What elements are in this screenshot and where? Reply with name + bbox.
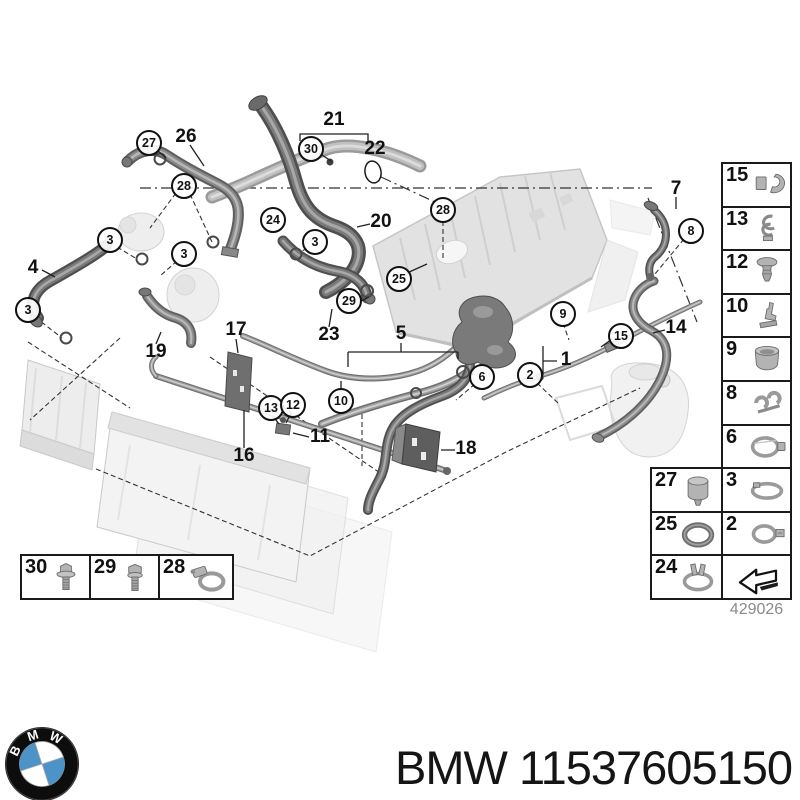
- callout-18: 18: [455, 438, 477, 459]
- legend-cell-10: 10: [721, 292, 792, 339]
- expansion-tank: [554, 362, 689, 458]
- svg-text:M: M: [25, 727, 40, 745]
- callout-27: 27: [136, 130, 162, 156]
- callout-19: 19: [145, 341, 167, 362]
- direction-arrow-icon: [730, 559, 786, 595]
- callout-14: 14: [665, 317, 687, 338]
- callout-24: 24: [260, 207, 286, 233]
- holder-bracket-icon: [745, 298, 789, 334]
- legend-number: 10: [726, 294, 749, 317]
- o-ring-icon: [676, 516, 720, 552]
- callout-16: 16: [233, 445, 255, 466]
- callout-26: 26: [175, 126, 197, 147]
- engine-block: [372, 168, 656, 351]
- callout-21: 21: [323, 109, 345, 130]
- callout-29: 29: [336, 288, 362, 314]
- callout-12: 12: [280, 392, 306, 418]
- callout-20: 20: [370, 211, 392, 232]
- spring-band-clamp-icon: [676, 559, 720, 595]
- part-number: 11537605150: [518, 741, 793, 794]
- legend-number: 29: [94, 556, 117, 578]
- legend-cell-9: 9: [721, 336, 792, 382]
- flange-bolt-icon: [44, 559, 88, 595]
- callout-3: 3: [171, 241, 197, 267]
- condenser: [19, 359, 101, 471]
- tab-clamp-icon: [745, 516, 789, 552]
- legend-number: 3: [726, 469, 738, 492]
- legend-cell-3: 3: [721, 467, 792, 513]
- callout-28: 28: [171, 173, 197, 199]
- callout-3: 3: [15, 297, 41, 323]
- legend-cell-6: 6: [721, 423, 792, 470]
- legend-cell-24: 24: [650, 554, 723, 600]
- hose-clip-icon: [745, 167, 789, 203]
- diagram-code: 429026: [729, 601, 784, 618]
- legend-number: 2: [726, 512, 738, 535]
- callout-23: 23: [318, 324, 340, 345]
- callout-25: 25: [386, 266, 412, 292]
- construction-lines: [27, 176, 698, 557]
- radiator: [96, 411, 393, 653]
- legend-cell-arrow: [721, 554, 792, 600]
- legend-cell-29: 29: [89, 554, 160, 600]
- callout-22: 22: [364, 138, 386, 159]
- legend-number: 28: [163, 556, 186, 578]
- sealing-cap-icon: [745, 341, 789, 377]
- legend-number: 27: [655, 469, 678, 492]
- legend-cell-25: 25: [650, 510, 723, 557]
- legend-cell-30: 30: [20, 554, 91, 600]
- legend-cell-27: 27: [650, 467, 723, 513]
- expansion-rivet-icon: [745, 254, 789, 290]
- callout-8: 8: [678, 218, 704, 244]
- callout-11: 11: [309, 426, 331, 447]
- callout-5: 5: [395, 323, 407, 344]
- hose-clamp-large-icon: [745, 428, 789, 464]
- legend-number: 24: [655, 556, 678, 579]
- callout-10: 10: [328, 388, 354, 414]
- leader-lines: [41, 133, 677, 451]
- legend-number: 12: [726, 251, 749, 274]
- callout-4: 4: [27, 257, 39, 278]
- legend-number: 15: [726, 164, 749, 186]
- callout-2: 2: [517, 362, 543, 388]
- o-ring-22: [364, 160, 382, 184]
- legend-cell-8: 8: [721, 380, 792, 426]
- legend-cell-28: 28: [158, 554, 234, 600]
- thermostat-housing: [452, 295, 516, 369]
- screw-hose-clamp-icon: [187, 559, 231, 595]
- legend-cell-15: 15: [721, 162, 792, 208]
- callout-7: 7: [670, 178, 682, 199]
- double-pipe-clip-icon: [745, 385, 789, 421]
- legend-number: 25: [655, 512, 678, 535]
- legend-number: 30: [25, 556, 48, 578]
- band-clamp-icon: [745, 472, 789, 508]
- part-number-text: BMW 11537605150: [395, 740, 793, 795]
- sleeve-grommet-icon: [676, 472, 720, 508]
- legend-number: 13: [726, 207, 749, 230]
- callout-3: 3: [302, 229, 328, 255]
- mounting-brackets: [224, 351, 441, 473]
- callout-6: 6: [469, 364, 495, 390]
- callout-28: 28: [430, 197, 456, 223]
- legend-cell-13: 13: [721, 205, 792, 252]
- retaining-clip-icon: [745, 210, 789, 246]
- callout-17: 17: [225, 319, 247, 340]
- legend-number: 8: [726, 382, 738, 404]
- callout-30: 30: [298, 136, 324, 162]
- callout-15: 15: [608, 323, 634, 349]
- callout-1: 1: [560, 349, 572, 370]
- callout-3: 3: [97, 227, 123, 253]
- legend-cell-12: 12: [721, 249, 792, 295]
- legend-number: 9: [726, 338, 738, 361]
- legend-cell-2: 2: [721, 510, 792, 557]
- cooling-system-diagram: [19, 95, 703, 653]
- hex-bolt-icon: [113, 559, 157, 595]
- coolant-pump: [117, 212, 220, 323]
- brand-label: BMW: [395, 741, 508, 794]
- callout-9: 9: [550, 301, 576, 327]
- legend-number: 6: [726, 425, 738, 448]
